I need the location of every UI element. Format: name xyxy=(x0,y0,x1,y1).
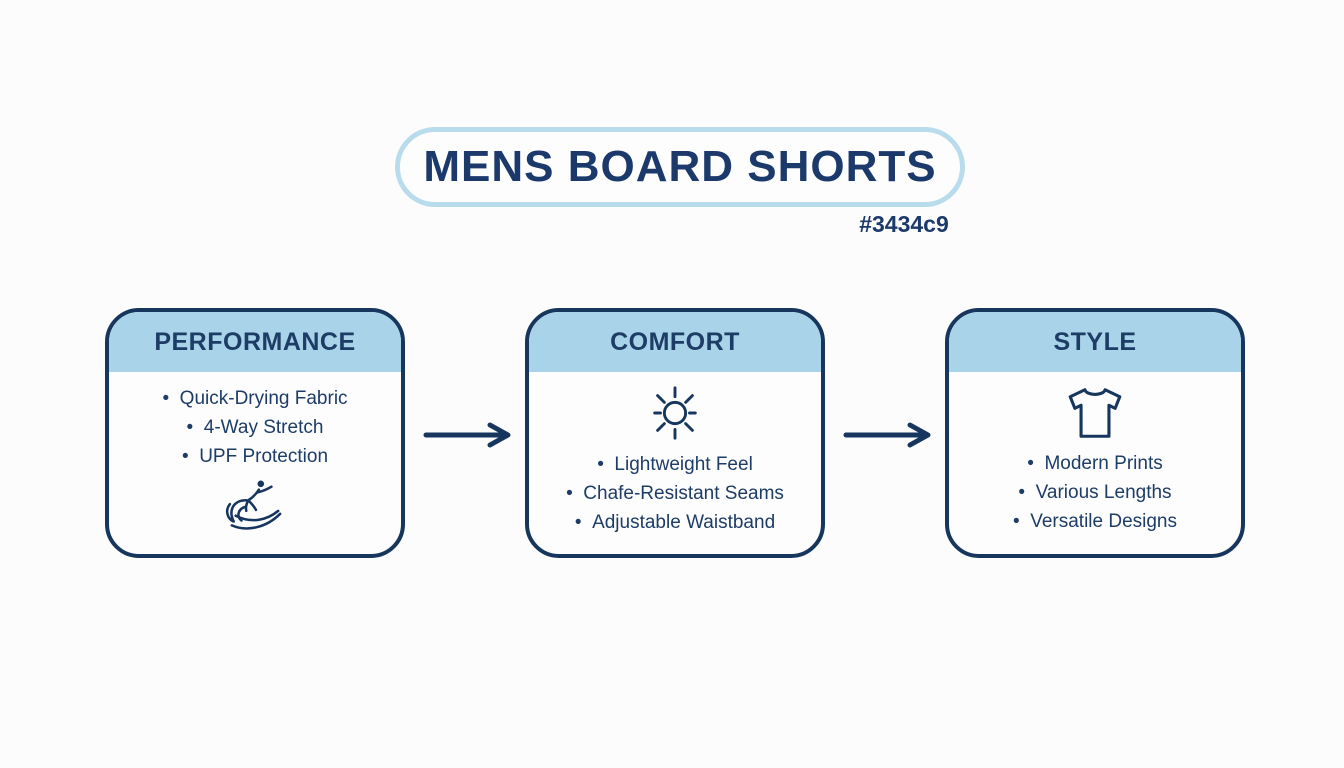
list-item: Modern Prints xyxy=(1013,449,1177,478)
card-style-title: STYLE xyxy=(1053,327,1137,356)
flow-arrow-icon xyxy=(843,422,931,448)
card-style: STYLE Modern Prints Various Lengths Vers… xyxy=(945,308,1245,558)
list-item: Various Lengths xyxy=(1013,478,1177,507)
card-comfort: COMFORT Lightweight Feel Chafe-Resistant… xyxy=(525,308,825,558)
tshirt-icon xyxy=(1068,387,1122,438)
list-item: UPF Protection xyxy=(162,442,347,471)
comfort-feature-list: Lightweight Feel Chafe-Resistant Seams A… xyxy=(566,450,784,537)
list-item: Chafe-Resistant Seams xyxy=(566,479,784,508)
card-performance-header: PERFORMANCE xyxy=(109,312,401,372)
hex-code-label: #3434c9 xyxy=(859,211,949,237)
list-item: Versatile Designs xyxy=(1013,507,1177,536)
card-performance: PERFORMANCE Quick-Drying Fabric 4-Way St… xyxy=(105,308,405,558)
list-item: Adjustable Waistband xyxy=(566,508,784,537)
title-pill: MENS BOARD SHORTS xyxy=(395,127,965,207)
card-comfort-body: Lightweight Feel Chafe-Resistant Seams A… xyxy=(529,372,821,554)
list-item: Quick-Drying Fabric xyxy=(162,384,348,413)
list-item: 4-Way Stretch xyxy=(162,413,347,442)
sun-icon xyxy=(653,385,697,440)
performance-feature-list: Quick-Drying Fabric 4-Way Stretch UPF Pr… xyxy=(162,384,348,471)
page-title: MENS BOARD SHORTS xyxy=(423,142,937,191)
card-performance-body: Quick-Drying Fabric 4-Way Stretch UPF Pr… xyxy=(109,372,401,554)
card-style-header: STYLE xyxy=(949,312,1241,372)
style-feature-list: Modern Prints Various Lengths Versatile … xyxy=(1013,449,1177,536)
card-comfort-title: COMFORT xyxy=(610,327,740,356)
card-comfort-header: COMFORT xyxy=(529,312,821,372)
card-performance-title: PERFORMANCE xyxy=(154,327,356,356)
surfer-icon xyxy=(225,480,282,530)
flow-arrow-icon xyxy=(423,422,511,448)
list-item: Lightweight Feel xyxy=(566,450,784,479)
card-style-body: Modern Prints Various Lengths Versatile … xyxy=(949,372,1241,554)
